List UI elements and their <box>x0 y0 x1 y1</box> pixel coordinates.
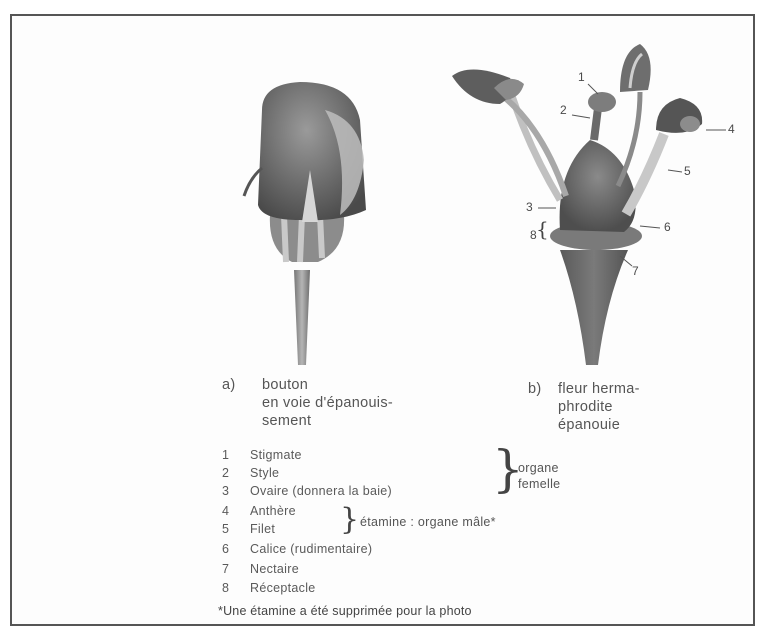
legend-item: 5Filet <box>222 522 275 540</box>
open-flower-photo <box>452 44 702 365</box>
callout-2: 2 <box>560 103 567 117</box>
callout-4: 4 <box>728 122 735 136</box>
caption-a-line: sement <box>262 412 311 430</box>
caption-b-line: phrodite <box>558 398 613 416</box>
caption-a-line: en voie d'épanouis- <box>262 394 393 412</box>
callout-1: 1 <box>578 70 585 84</box>
legend-item: 6Calice (rudimentaire) <box>222 542 372 560</box>
callout-8: 8 <box>530 228 537 242</box>
male-brace: } <box>340 504 359 536</box>
legend-item: 2Style <box>222 466 279 484</box>
bud-photo <box>244 82 366 365</box>
callout-5: 5 <box>684 164 691 178</box>
callout-3: 3 <box>526 200 533 214</box>
female-group-label: organe <box>518 460 559 476</box>
caption-b-marker: b) <box>528 380 542 398</box>
male-group-label: étamine : organe mâle* <box>360 514 496 530</box>
callout-6: 6 <box>664 220 671 234</box>
legend-item: 7Nectaire <box>222 562 299 580</box>
callout-7: 7 <box>632 264 639 278</box>
footnote: *Une étamine a été supprimée pour la pho… <box>218 604 472 618</box>
legend-item: 4Anthère <box>222 504 296 522</box>
legend-item: 1Stigmate <box>222 448 302 466</box>
caption-a-line: bouton <box>262 376 308 394</box>
legend-item: 3Ovaire (donnera la baie) <box>222 484 392 502</box>
caption-b-line: fleur herma- <box>558 380 640 398</box>
flower-photographs: { <box>0 0 768 380</box>
legend-item: 8Réceptacle <box>222 581 316 599</box>
receptacle-brace: { <box>536 217 549 241</box>
caption-a-marker: a) <box>222 376 236 394</box>
caption-b-line: épanouie <box>558 416 620 434</box>
female-group-label: femelle <box>518 476 560 492</box>
